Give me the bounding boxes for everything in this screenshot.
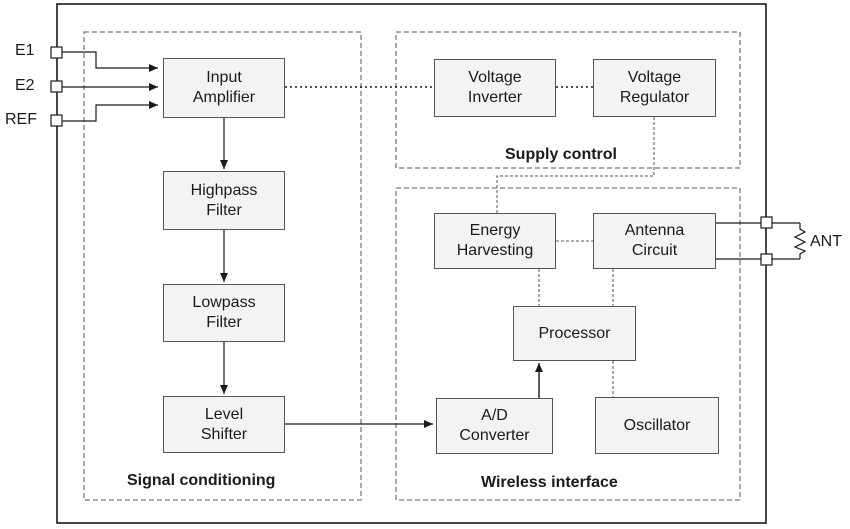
energy-harvesting-line2: Harvesting: [456, 242, 534, 259]
ref-wire: [62, 101, 158, 122]
voltage-regulator-line2: Regulator: [619, 89, 690, 106]
supply-control-label: Supply control: [505, 146, 617, 163]
antenna-circuit-line1: Antenna: [624, 222, 685, 239]
energy-harvesting-line1: Energy: [469, 222, 521, 239]
energy-harvesting-block: Energy Harvesting: [434, 213, 556, 269]
wireless-interface-label: Wireless interface: [481, 474, 618, 491]
ant-terminal-bottom: [760, 253, 773, 266]
ref-label: REF: [5, 111, 37, 128]
antenna-circuit-block: Antenna Circuit: [593, 213, 716, 269]
supply-control-frame: [395, 31, 741, 169]
ad-converter-line1: A/D: [481, 407, 508, 424]
input-amplifier-line1: Input: [206, 69, 242, 86]
processor-block: Processor: [513, 306, 636, 361]
ant-terminal-top: [760, 216, 773, 229]
processor-label: Processor: [538, 324, 611, 342]
e1-label: E1: [15, 42, 35, 59]
antenna-zigzag-icon: [793, 223, 807, 259]
voltage-inverter-line1: Voltage: [468, 69, 522, 86]
level-shifter-line1: Level: [204, 405, 244, 423]
e2-terminal: [50, 80, 63, 93]
highpass-filter-line1: Highpass: [190, 181, 258, 199]
lowpass-filter-line1: Lowpass: [192, 294, 256, 311]
voltage-inverter-block: Voltage Inverter: [434, 59, 556, 117]
ref-terminal: [50, 114, 63, 127]
input-amplifier-block: Input Amplifier: [163, 58, 285, 118]
level-shifter-line2: Shifter: [200, 425, 248, 443]
e2-label: E2: [15, 77, 35, 94]
wireless-interface-frame: [395, 187, 741, 501]
highpass-filter-block: Highpass Filter: [163, 171, 285, 230]
voltage-regulator-block: Voltage Regulator: [593, 59, 716, 117]
antenna-circuit-line2: Circuit: [631, 242, 678, 259]
input-amplifier-line2: Amplifier: [192, 89, 256, 106]
signal-conditioning-frame: [83, 31, 362, 501]
voltage-regulator-line1: Voltage: [627, 69, 682, 86]
e1-wire: [62, 51, 158, 72]
oscillator-block: Oscillator: [595, 397, 719, 454]
highpass-filter-line2: Filter: [206, 201, 242, 219]
ant-label: ANT: [810, 233, 842, 250]
ad-converter-block: A/D Converter: [436, 398, 553, 454]
ad-converter-line2: Converter: [459, 427, 530, 444]
lowpass-filter-line2: Filter: [206, 314, 242, 331]
level-shifter-block: Level Shifter: [163, 396, 285, 453]
oscillator-label: Oscillator: [623, 416, 691, 434]
voltage-inverter-line2: Inverter: [467, 89, 523, 106]
lowpass-filter-block: Lowpass Filter: [163, 284, 285, 342]
signal-conditioning-label: Signal conditioning: [127, 472, 276, 489]
e1-terminal: [50, 46, 63, 59]
regulator-to-harvester-link: [496, 117, 655, 213]
